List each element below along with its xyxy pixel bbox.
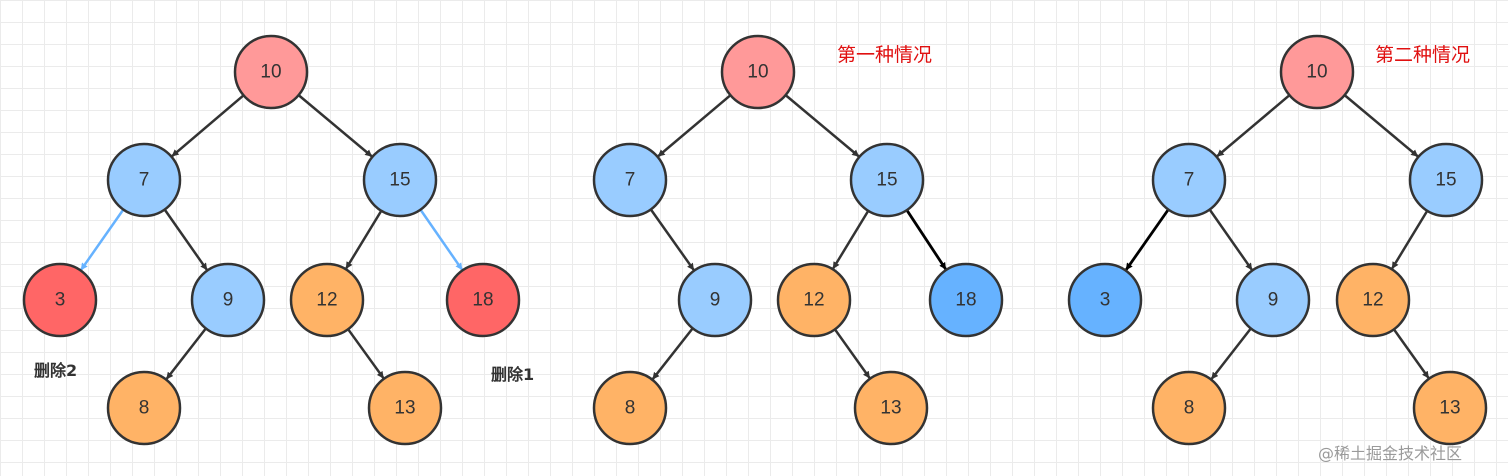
node-15-circle [362, 142, 438, 218]
node-18-label: 18 [472, 290, 493, 311]
node-8-circle [1151, 370, 1227, 446]
node-9-circle [1235, 262, 1311, 338]
edge-9-to-8 [1210, 327, 1252, 380]
node-8-label: 8 [139, 398, 150, 419]
edge-15-to-18 [419, 208, 463, 271]
edge-10-to-15 [1343, 94, 1419, 158]
edge-9-to-8 [165, 327, 207, 380]
edge-7-to-9 [163, 208, 208, 271]
node-12-circle [776, 262, 852, 338]
node-13-circle [853, 370, 929, 446]
node-3-circle [1067, 262, 1143, 338]
node-12-label: 12 [316, 290, 337, 311]
edge-10-to-7 [1216, 94, 1291, 158]
delete-1-caption: 删除1 [491, 365, 535, 384]
node-15-label: 15 [876, 170, 897, 191]
node-8-circle [592, 370, 668, 446]
node-7-circle [106, 142, 182, 218]
node-12-circle [1335, 262, 1411, 338]
node-15-label: 15 [389, 170, 410, 191]
edge-12-to-13 [833, 328, 871, 379]
node-15-label: 15 [1435, 170, 1456, 191]
edge-15-to-12 [345, 210, 383, 270]
tree-panel-3: 10 7 15 3 9 12 8 13 [1067, 34, 1488, 446]
edge-10-to-15 [297, 94, 373, 158]
node-15-circle [849, 142, 925, 218]
node-9-circle [190, 262, 266, 338]
edge-12-to-13 [1392, 328, 1430, 379]
edge-15-to-18 [905, 209, 947, 270]
node-9-label: 9 [223, 290, 234, 311]
panel-3-heading: 第二种情况 [1375, 44, 1471, 66]
node-9-label: 9 [1268, 290, 1279, 311]
node-10-circle [233, 34, 309, 110]
node-3-label: 3 [1100, 290, 1111, 311]
node-18-label: 18 [955, 290, 976, 311]
node-18-circle [928, 262, 1004, 338]
delete-2-caption: 删除2 [34, 361, 78, 380]
node-12-label: 12 [1362, 290, 1383, 311]
node-7-label: 7 [1184, 170, 1195, 191]
node-7-circle [592, 142, 668, 218]
edge-10-to-7 [171, 94, 245, 157]
node-13-label: 13 [880, 398, 901, 419]
edge-12-to-13 [347, 328, 385, 379]
node-9-circle [677, 262, 753, 338]
node-3-circle [22, 262, 98, 338]
tree-panel-2: 10 7 15 9 12 18 8 13 [592, 34, 1004, 446]
node-12-circle [289, 262, 365, 338]
tree-panel-1: 10 7 15 3 9 12 18 8 13 [22, 34, 521, 446]
edge-7-to-9 [649, 208, 695, 271]
edge-15-to-12 [832, 210, 870, 270]
node-8-label: 8 [625, 398, 636, 419]
node-15-circle [1408, 142, 1484, 218]
edge-10-to-7 [657, 94, 732, 158]
node-13-circle [1412, 370, 1488, 446]
node-7-label: 7 [139, 170, 150, 191]
node-3-label: 3 [55, 290, 66, 311]
node-10-circle [1279, 34, 1355, 110]
node-12-label: 12 [803, 290, 824, 311]
edge-10-to-15 [784, 94, 860, 158]
node-10-label: 10 [260, 62, 281, 83]
node-7-circle [1151, 142, 1227, 218]
node-13-label: 13 [1439, 398, 1460, 419]
node-8-circle [106, 370, 182, 446]
node-9-label: 9 [710, 290, 721, 311]
edge-7-to-3 [1125, 208, 1170, 271]
edge-7-to-9 [1208, 208, 1253, 271]
node-13-circle [367, 370, 443, 446]
node-10-label: 10 [747, 62, 768, 83]
edge-15-to-12 [1391, 210, 1429, 270]
node-8-label: 8 [1184, 398, 1195, 419]
node-7-label: 7 [625, 170, 636, 191]
node-13-label: 13 [394, 398, 415, 419]
node-10-circle [720, 34, 796, 110]
panel-2-heading: 第一种情况 [837, 44, 933, 66]
edge-7-to-3 [80, 208, 125, 271]
edge-9-to-8 [651, 327, 694, 380]
node-10-label: 10 [1306, 62, 1327, 83]
watermark: @稀土掘金技术社区 [1318, 444, 1463, 463]
node-18-circle [445, 262, 521, 338]
